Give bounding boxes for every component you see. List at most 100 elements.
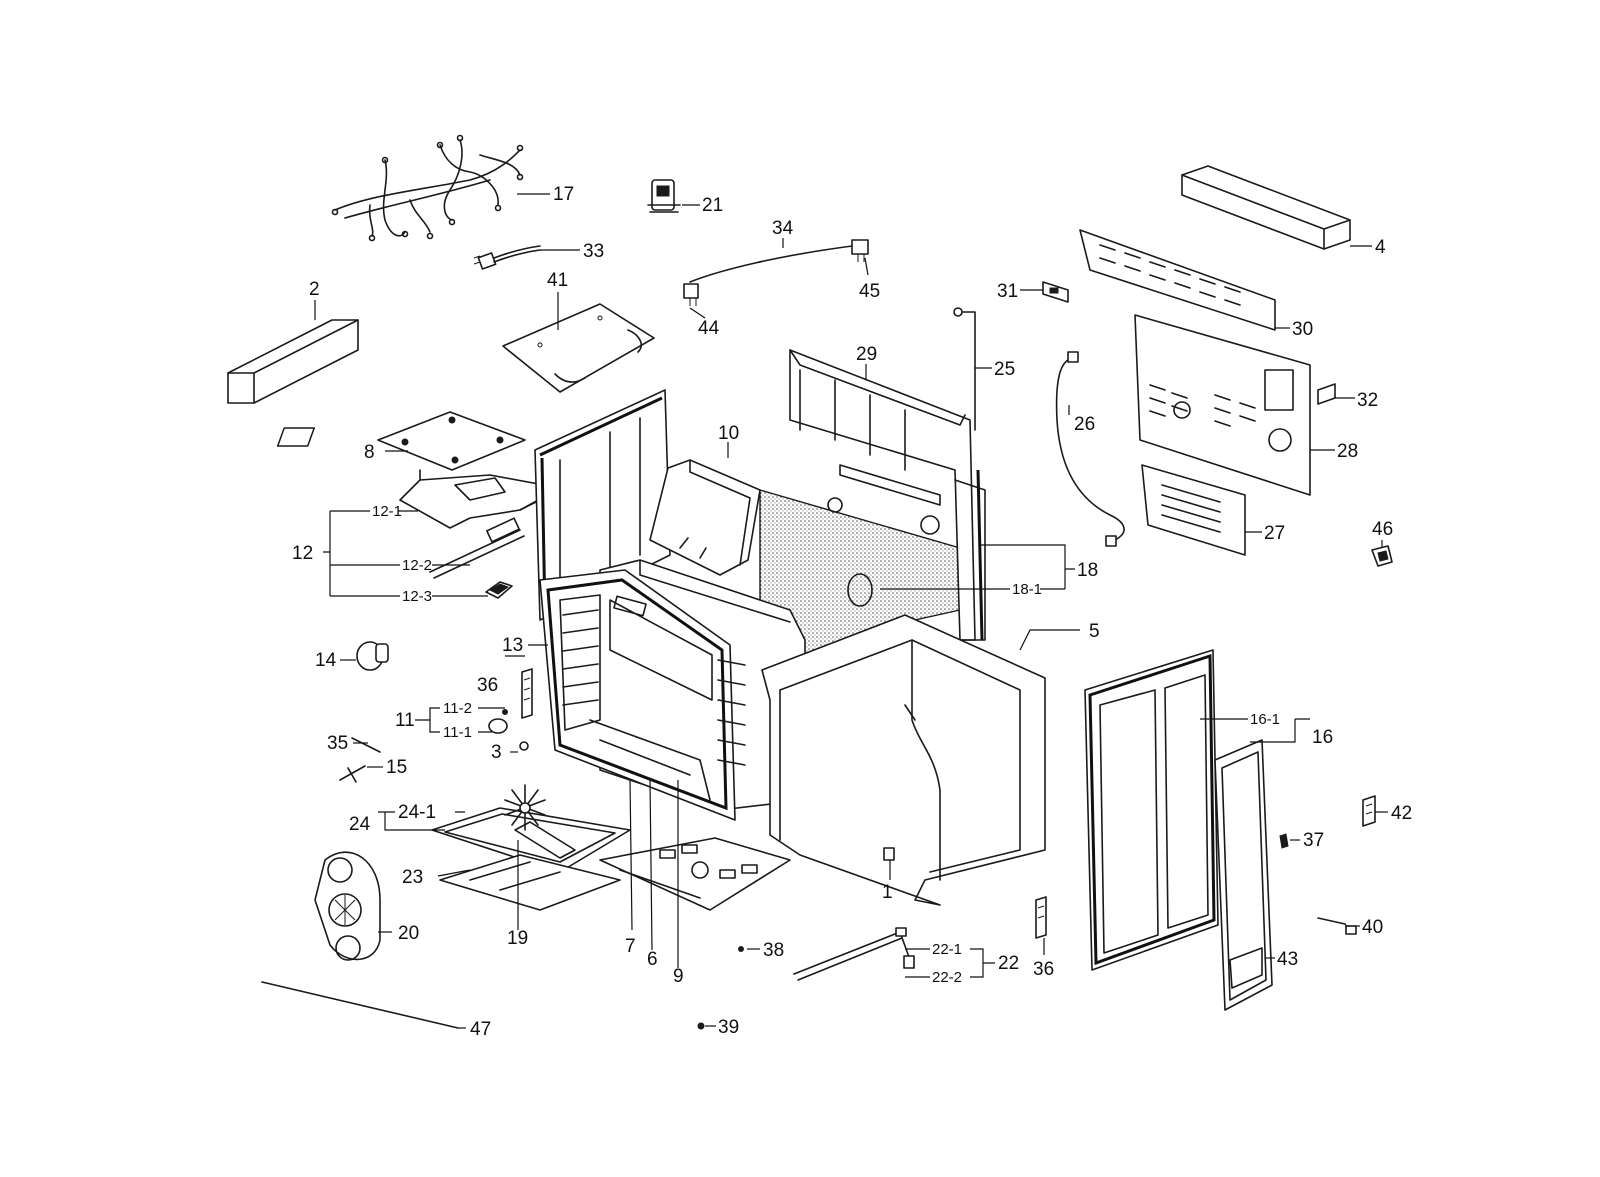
label-44: 44 [698,318,720,339]
cover-plate-part [502,303,655,393]
bracket-32-part [1317,383,1336,405]
bracket-31-part [1042,281,1069,303]
door-inner-panel-part [1214,739,1273,1011]
label-3: 3 [491,742,502,763]
label-32: 32 [1357,390,1378,411]
label-22-2: 22-2 [932,969,962,986]
label-27: 27 [1264,523,1285,544]
label-6: 6 [647,949,658,970]
bracket-36-left-part [521,668,533,719]
label-13: 13 [502,635,523,656]
label-21: 21 [702,195,723,216]
label-16: 16 [1312,727,1333,748]
label-20: 20 [398,923,419,944]
label-22: 22 [998,953,1019,974]
label-36-right: 36 [1033,959,1054,980]
screw-37-part [1279,833,1289,849]
label-15: 15 [386,757,407,778]
clip-46-part [1371,545,1393,567]
screw-39-part [697,1022,705,1030]
label-8: 8 [364,442,375,463]
label-46: 46 [1372,519,1393,540]
label-47: 47 [470,1019,491,1040]
bracket-36-right-part [1035,896,1047,939]
fitting-11-part [488,709,508,734]
label-5: 5 [1089,621,1100,642]
mounting-plate-part [276,411,526,471]
label-40: 40 [1362,917,1383,938]
label-23: 23 [402,867,423,888]
rear-frame-part [789,349,986,641]
label-4: 4 [1375,237,1386,258]
label-33: 33 [583,241,604,262]
label-11: 11 [395,710,415,731]
label-41: 41 [547,270,568,291]
label-17: 17 [553,184,574,205]
rear-vent-panel-part [1079,229,1276,331]
label-36-left: 36 [477,675,498,696]
label-22-1: 22-1 [932,941,962,958]
label-12-2: 12-2 [402,557,432,574]
label-39: 39 [718,1017,739,1038]
label-16-1: 16-1 [1250,711,1280,728]
label-45: 45 [859,281,880,302]
label-12-1: 12-1 [372,503,402,520]
strip-47-part [261,981,459,1029]
bottom-element-part [431,784,631,873]
screw-38-part [738,946,744,952]
wire-harness-part [331,134,524,242]
screw-3-part [519,741,529,751]
label-10: 10 [718,423,739,444]
wire-assembly-part [683,239,869,306]
insulation-bar-left-part [227,319,359,404]
top-shroud-part [649,459,761,576]
label-26: 26 [1074,414,1095,435]
label-18: 18 [1077,560,1098,581]
label-11-2: 11-2 [443,700,472,717]
label-24-1: 24-1 [398,802,436,823]
label-9: 9 [673,966,684,987]
tube-part [1055,351,1125,547]
label-29: 29 [856,344,877,365]
label-25: 25 [994,359,1015,380]
label-38: 38 [763,940,784,961]
rear-box-part [1141,464,1246,556]
fan-assembly-part [314,851,381,961]
knob-part [356,641,389,671]
label-28: 28 [1337,441,1358,462]
label-42: 42 [1391,803,1412,824]
part-labels: 17 21 33 34 45 44 4 2 41 31 30 29 25 32 … [292,184,1412,1040]
oven-cavity-part [539,559,806,821]
label-43: 43 [1277,949,1298,970]
rod-part [953,307,976,431]
label-30: 30 [1292,319,1313,340]
label-31: 31 [997,281,1018,302]
label-11-1: 11-1 [443,724,472,741]
label-19: 19 [507,928,528,949]
power-cord-part [473,245,541,270]
base-pan-part [599,837,791,911]
label-12: 12 [292,543,313,564]
leader-lines [314,193,1388,1029]
label-7: 7 [625,936,636,957]
plug-1-part [883,847,895,861]
label-18-1: 18-1 [1012,581,1042,598]
label-35: 35 [327,733,348,754]
control-unit-part [647,179,681,213]
label-34: 34 [772,218,794,239]
label-37: 37 [1303,830,1324,851]
label-2: 2 [309,279,320,300]
bracket-22-part [793,927,915,981]
bottom-plate-part [439,854,621,911]
outer-wrap-part [761,614,1046,906]
label-14: 14 [315,650,337,671]
pin-15-part [339,765,366,783]
label-1: 1 [882,882,893,903]
pin-35-part [351,737,381,753]
label-24: 24 [349,814,371,835]
door-part [1084,649,1219,971]
label-12-3: 12-3 [402,588,432,605]
hinge-42-part [1362,795,1376,827]
insulation-bar-right-part [1181,165,1351,250]
